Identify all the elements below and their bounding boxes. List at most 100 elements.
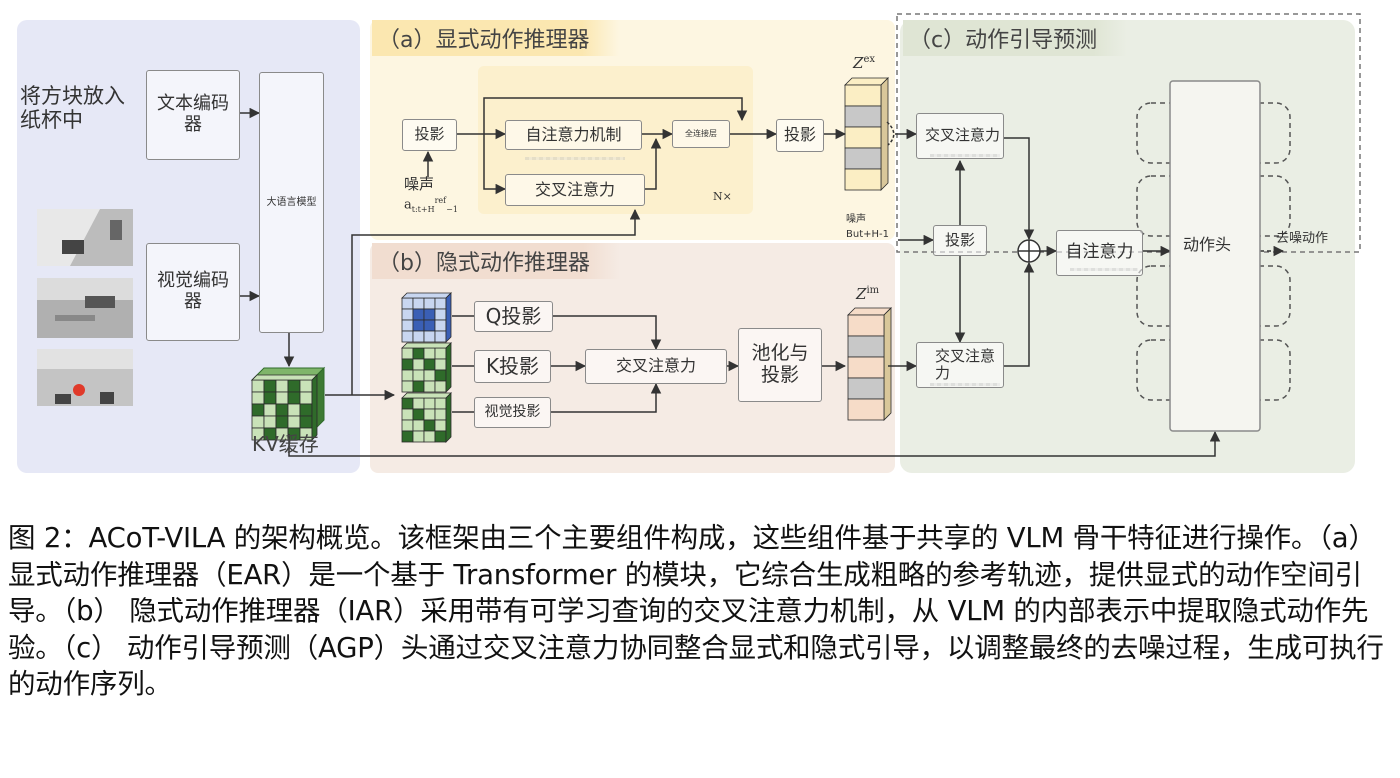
- k-cell: [423, 358, 436, 371]
- scribble-ear: [525, 157, 625, 160]
- k-key-grid: [401, 342, 452, 393]
- v-side: [445, 392, 452, 443]
- v-cell: [434, 419, 447, 432]
- kv-cell: [275, 379, 289, 393]
- camera-image-1: [37, 209, 133, 266]
- v-cell: [434, 408, 447, 421]
- kv-cell: [251, 391, 265, 405]
- agp-noise-expr: But+H-1: [846, 229, 889, 240]
- v-cell: [423, 408, 436, 421]
- v-cell: [401, 397, 414, 410]
- z-ex-stack: [844, 77, 889, 191]
- v-cell: [423, 419, 436, 432]
- zex-side: [880, 77, 889, 191]
- agp-title: （c）动作引导预测: [903, 20, 1128, 56]
- kv-cell: [275, 391, 289, 405]
- kv-cell: [275, 415, 289, 429]
- kv-cell: [263, 415, 277, 429]
- zim-layer: [847, 377, 885, 400]
- k-cell: [434, 347, 447, 360]
- k-cell: [423, 369, 436, 382]
- kv-cell: [299, 403, 313, 417]
- action-head-box: [1169, 80, 1261, 432]
- architecture-diagram: 将方块放入纸杯中 文本编码器 视觉编码器 大语言模型 KV缓存 （a）显式动作推…: [17, 13, 1361, 473]
- arrow-kv-to-action-head: [288, 430, 1221, 457]
- v-cell: [423, 430, 436, 443]
- kv-cache-label: KV缓存: [252, 432, 319, 456]
- v-cell: [401, 408, 414, 421]
- k-cell: [401, 347, 414, 360]
- zim-side: [883, 307, 892, 421]
- k-cell: [401, 369, 414, 382]
- ear-noise-label: 噪声: [404, 175, 435, 193]
- ear-noise-formula: at:t+Href−1: [404, 196, 458, 214]
- iar-k-proj-box: K投影: [474, 350, 551, 383]
- zim-layer: [847, 398, 885, 421]
- q-cell: [401, 319, 414, 332]
- arrow-kv-to-ear: [351, 208, 641, 395]
- kv-cell: [287, 379, 301, 393]
- q-cell: [401, 297, 414, 310]
- llm-box: 大语言模型: [259, 72, 324, 333]
- k-cell: [412, 347, 425, 360]
- k-cell: [423, 347, 436, 360]
- q-cell: [423, 319, 436, 332]
- ear-proj-out-box: 投影: [776, 119, 824, 152]
- zim-layer: [847, 314, 885, 337]
- v-cell: [401, 419, 414, 432]
- zex-layer: [844, 84, 882, 107]
- v-top: [401, 392, 452, 399]
- arc-zex-to-agp: [886, 121, 895, 146]
- kv-cell: [263, 391, 277, 405]
- iar-pool-box: 池化与投影: [738, 328, 822, 402]
- k-side: [445, 342, 452, 393]
- scribble-agp-top: [930, 154, 1000, 157]
- zex-layer: [844, 168, 882, 191]
- kv-cell: [299, 415, 313, 429]
- vision-encoder-box: 视觉编码器: [146, 243, 240, 341]
- q-cell: [423, 297, 436, 310]
- kv-cell: [299, 391, 313, 405]
- q-cell: [412, 330, 425, 343]
- z-ex-base: Z: [853, 54, 864, 72]
- q-side: [445, 292, 452, 343]
- kv-cache-cube: [250, 366, 326, 441]
- ear-proj-in-box: 投影: [402, 119, 457, 151]
- text-encoder-box: 文本编码器: [146, 70, 240, 160]
- iar-title: （b）隐式动作推理器: [372, 243, 620, 279]
- instruction-text: 将方块放入纸杯中: [20, 84, 125, 133]
- k-cell: [423, 380, 436, 393]
- q-cell: [434, 308, 447, 321]
- agp-proj-box: 投影: [933, 225, 987, 256]
- zex-layer: [844, 126, 882, 149]
- q-cell: [434, 330, 447, 343]
- iar-q-proj-box: Q投影: [474, 301, 553, 332]
- v-cell: [412, 397, 425, 410]
- ear-cross-attn-box: 交叉注意力: [505, 174, 645, 206]
- ear-repeat-label: N×: [713, 190, 732, 203]
- q-cell: [401, 330, 414, 343]
- k-cell: [434, 358, 447, 371]
- v-cell: [434, 397, 447, 410]
- kv-side: [311, 374, 318, 441]
- arrow-to-cross-attn: [483, 134, 507, 195]
- z-im-stack: [847, 307, 892, 421]
- ear-title: （a）显式动作推理器: [372, 20, 620, 56]
- k-top: [401, 342, 452, 349]
- k-cell: [401, 380, 414, 393]
- z-ex-sup: ex: [863, 54, 875, 65]
- v-cell: [412, 408, 425, 421]
- q-cell: [412, 297, 425, 310]
- arrow-q-to-cross: [553, 315, 662, 351]
- v-cell: [412, 430, 425, 443]
- v-cell: [434, 430, 447, 443]
- q-cell: [412, 319, 425, 332]
- v-cell: [412, 419, 425, 432]
- q-cell: [423, 308, 436, 321]
- kv-cell: [275, 403, 289, 417]
- zim-layer: [847, 356, 885, 379]
- k-cell: [434, 380, 447, 393]
- agp-dashed-region: [896, 13, 1361, 253]
- arrow-v-to-cross: [551, 382, 662, 413]
- arrow-cross-attn-to-fc: [645, 137, 662, 190]
